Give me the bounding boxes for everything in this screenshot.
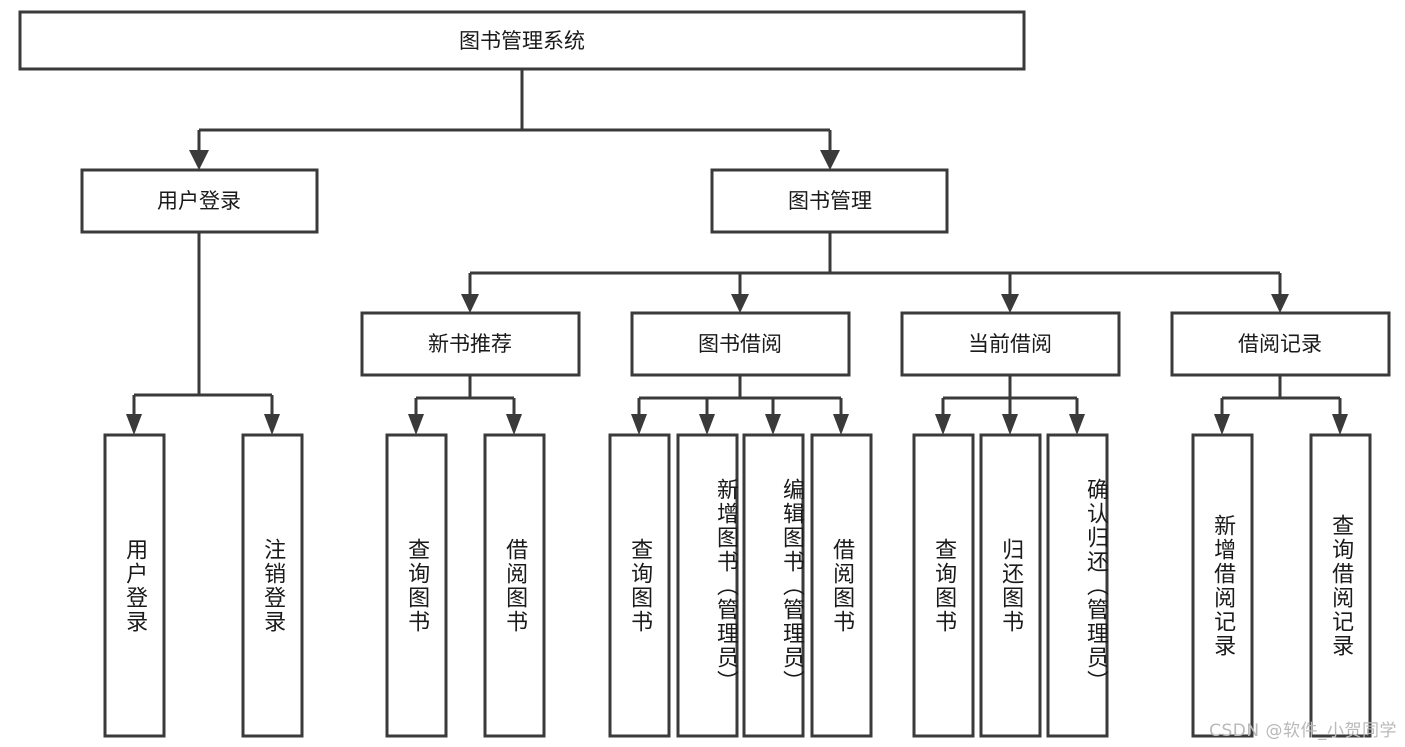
csdn-watermark: CSDN @软件_小贺同学 [1209, 721, 1397, 741]
node-borrow-record[interactable]: 借阅记录 [1170, 311, 1391, 377]
node-book-manage[interactable]: 图书管理 [710, 168, 949, 234]
connector-book-manage-to-level3 [461, 232, 1289, 313]
arrowhead-borrow-record [1271, 294, 1289, 313]
arrowhead-leaf-confirm-return [1069, 414, 1085, 435]
node-root-box[interactable] [18, 10, 1026, 71]
leaf-add-book-box[interactable] [676, 433, 739, 738]
connector-new-book-recommend-to-leaves [408, 375, 522, 435]
connector-borrow-record-to-leaves [1214, 375, 1348, 435]
leaf-user-login-box[interactable] [103, 433, 166, 738]
node-current-borrow[interactable]: 当前借阅 [900, 311, 1121, 377]
node-root-label: 图书管理系统 [459, 29, 585, 53]
arrowhead-leaf-query-book-2 [631, 414, 647, 435]
arrowhead-leaf-borrow-book-2 [833, 414, 849, 435]
leaf-query-book-1-box[interactable] [385, 433, 448, 738]
connector-root-to-level2 [189, 69, 840, 170]
node-book-manage-box[interactable] [710, 168, 949, 234]
node-current-borrow-box[interactable] [900, 311, 1121, 377]
node-user-login-label: 用户登录 [157, 189, 241, 213]
node-book-borrow-box[interactable] [630, 311, 851, 377]
arrowhead-leaf-query-book-1 [408, 414, 424, 435]
arrowhead-leaf-edit-book [765, 414, 781, 435]
leaf-boxes [103, 433, 1372, 738]
arrowhead-leaf-query-book-3 [935, 414, 951, 435]
arrowhead-book-borrow [731, 294, 749, 313]
arrowhead-leaf-return-book [1002, 414, 1018, 435]
leaf-query-book-3-box[interactable] [912, 433, 975, 738]
leaf-user-logout-box[interactable] [241, 433, 304, 738]
node-root[interactable]: 图书管理系统 [18, 10, 1026, 71]
node-book-manage-label: 图书管理 [788, 189, 872, 213]
node-current-borrow-label: 当前借阅 [968, 332, 1052, 356]
arrowhead-leaf-user-login [126, 414, 142, 435]
arrowhead-leaf-borrow-book-1 [506, 414, 522, 435]
node-new-book-recommend-label: 新书推荐 [428, 332, 512, 356]
arrowhead-leaf-user-logout [264, 414, 280, 435]
arrowhead-leaf-query-record [1332, 414, 1348, 435]
leaf-add-record-box[interactable] [1191, 433, 1254, 738]
arrowhead-leaf-add-record [1214, 414, 1230, 435]
leaf-return-book-box[interactable] [979, 433, 1042, 738]
leaf-query-book-2-box[interactable] [608, 433, 671, 738]
connector-book-borrow-to-leaves [631, 375, 849, 435]
leaf-borrow-book-1-box[interactable] [483, 433, 546, 738]
node-book-borrow[interactable]: 图书借阅 [630, 311, 851, 377]
node-new-book-recommend-box[interactable] [360, 311, 581, 377]
node-borrow-record-box[interactable] [1170, 311, 1391, 377]
arrowhead-book-manage [820, 150, 840, 170]
leaf-borrow-book-2-box[interactable] [810, 433, 873, 738]
node-borrow-record-label: 借阅记录 [1238, 332, 1322, 356]
connector-current-borrow-to-leaves [935, 375, 1085, 435]
connector-user-login-to-leaves [126, 232, 280, 435]
node-new-book-recommend[interactable]: 新书推荐 [360, 311, 581, 377]
arrowhead-leaf-add-book [699, 414, 715, 435]
leaf-confirm-return-box[interactable] [1046, 433, 1109, 738]
arrowhead-current-borrow [1001, 294, 1019, 313]
arrowhead-user-login [189, 150, 209, 170]
leaf-query-record-box[interactable] [1309, 433, 1372, 738]
arrowhead-new-book-recommend [461, 294, 479, 313]
node-user-login-box[interactable] [80, 168, 319, 234]
node-user-login[interactable]: 用户登录 [80, 168, 319, 234]
node-book-borrow-label: 图书借阅 [698, 332, 782, 356]
leaf-edit-book-box[interactable] [742, 433, 805, 738]
